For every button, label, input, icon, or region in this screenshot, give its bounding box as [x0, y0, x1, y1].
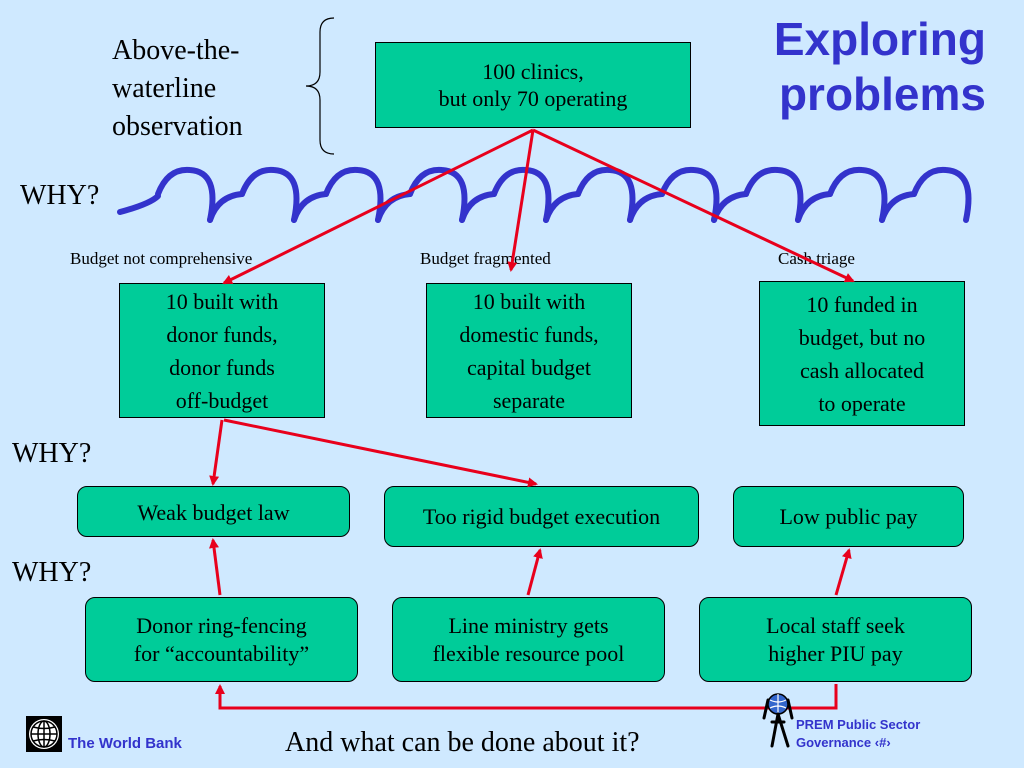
why-label-3: WHY?: [12, 557, 92, 588]
causal-arrows: [209, 128, 855, 710]
bottom-question: And what can be done about it?: [285, 727, 640, 758]
weak-budget-law-box: Weak budget law: [77, 486, 350, 537]
cause-box-donor-funds: 10 built with donor funds, donor funds o…: [119, 283, 325, 418]
arrow-top-to-domestic: [507, 129, 535, 272]
why-label-2: WHY?: [12, 438, 92, 469]
rigid-budget-execution-box: Too rigid budget execution: [384, 486, 699, 547]
prem-footer-label: PREM Public Sector Governance ‹#›: [796, 717, 921, 750]
cause-box-cash-allocation: 10 funded in budget, but no cash allocat…: [759, 281, 965, 426]
low-public-pay-box: Low public pay: [733, 486, 964, 547]
arrow-donor-to-execution: [223, 418, 538, 488]
category-label-fragmented: Budget fragmented: [420, 249, 551, 268]
arrow-top-to-donor: [222, 128, 534, 285]
line-ministry-box: Line ministry gets flexible resource poo…: [392, 597, 665, 682]
world-bank-label: The World Bank: [68, 735, 182, 752]
arrow-staff-to-pay: [834, 548, 852, 596]
world-bank-logo: [26, 716, 62, 752]
observation-label: Above-the- waterline observation: [112, 35, 243, 142]
donor-ring-fencing-box: Donor ring-fencing for “accountability”: [85, 597, 358, 682]
top-observation-box: 100 clinics, but only 70 operating: [375, 42, 691, 128]
cause-box-domestic-funds: 10 built with domestic funds, capital bu…: [426, 283, 632, 418]
waterline-waves: [117, 166, 972, 223]
slide-title: Exploring problems: [773, 13, 986, 121]
why-label-1: WHY?: [20, 180, 100, 211]
category-label-comprehensive: Budget not comprehensive: [70, 249, 253, 268]
curly-brace: [305, 17, 335, 155]
arrow-top-to-cash: [532, 128, 855, 283]
arrow-bottom-loop: [215, 684, 838, 710]
prem-atlas-icon: [762, 693, 794, 748]
local-staff-box: Local staff seek higher PIU pay: [699, 597, 972, 682]
arrow-ministry-to-execution: [526, 548, 543, 596]
arrow-ringfence-to-law: [209, 538, 222, 596]
arrow-donor-to-law: [209, 419, 224, 486]
